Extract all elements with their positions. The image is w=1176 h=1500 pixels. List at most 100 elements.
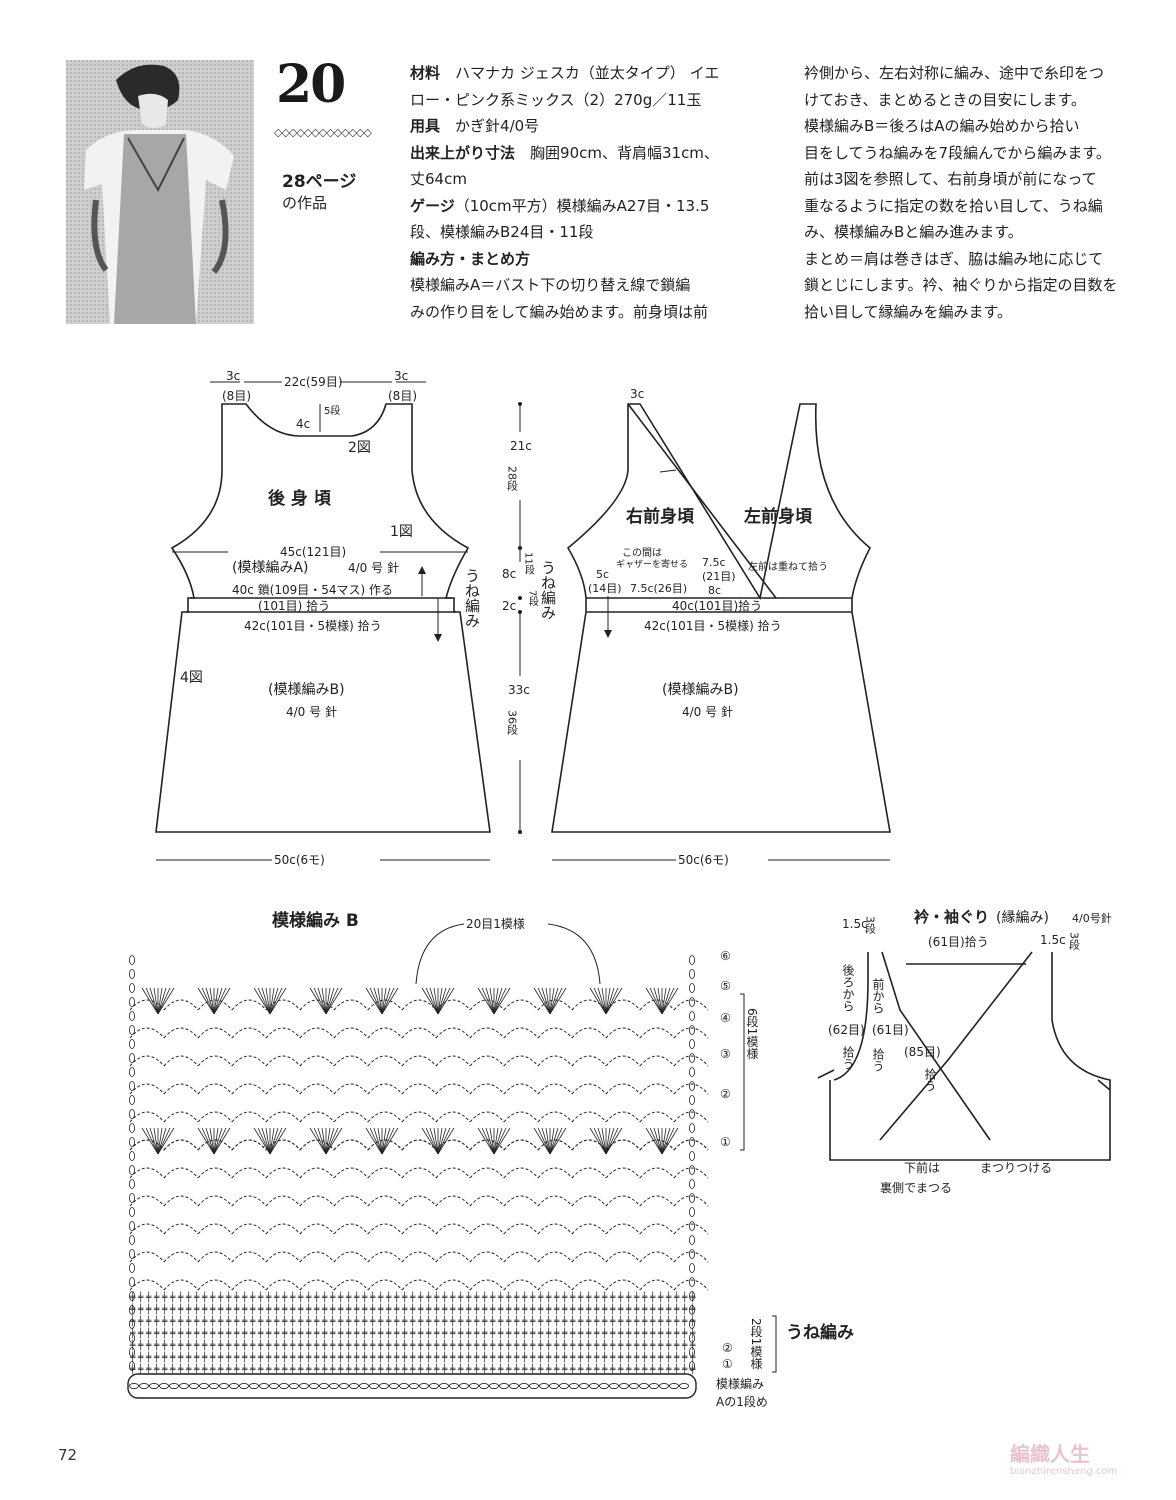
fan-stitch [257, 987, 271, 1015]
chain-loop [163, 1055, 199, 1067]
dc-stitch: ╪ [601, 1351, 608, 1363]
dc-stitch: ╪ [529, 1291, 536, 1303]
chain-loop [367, 999, 403, 1011]
dc-stitch: ╪ [657, 1303, 664, 1315]
fan-stitch [425, 987, 439, 1015]
dc-stitch: ╪ [545, 1351, 552, 1363]
dc-stitch: ╪ [265, 1327, 272, 1339]
fan-stitch [261, 987, 271, 1015]
chain-loop [605, 1083, 641, 1095]
dc-stitch: ╪ [337, 1315, 344, 1327]
fan-stitch [213, 987, 223, 1015]
dc-stitch: ╪ [593, 1315, 600, 1327]
chain-loop [265, 1223, 301, 1235]
fan-stitch [365, 987, 383, 1015]
fan-stitch [373, 987, 383, 1015]
dc-stitch: ╪ [137, 1291, 144, 1303]
chain-loop [673, 1251, 709, 1263]
dc-stitch: ╪ [361, 1327, 368, 1339]
dc-stitch: ╪ [353, 1351, 360, 1363]
dc-stitch: ╪ [433, 1315, 440, 1327]
dc-stitch: ╪ [537, 1363, 544, 1375]
dc-stitch: ╪ [657, 1327, 664, 1339]
dc-stitch: ╪ [201, 1363, 208, 1375]
chain-loop [469, 1223, 505, 1235]
dc-stitch: ╪ [641, 1339, 648, 1351]
dc-stitch: ╪ [633, 1315, 640, 1327]
foundation-chain [679, 1382, 689, 1390]
edge-chain [128, 1123, 135, 1133]
dc-stitch: ╪ [529, 1351, 536, 1363]
svg-text:5段: 5段 [324, 404, 340, 417]
edge-chain [689, 1347, 696, 1357]
dc-stitch: ╪ [633, 1351, 640, 1363]
dc-stitch: ╪ [153, 1351, 160, 1363]
dc-stitch: ╪ [617, 1339, 624, 1351]
dc-stitch: ╪ [529, 1363, 536, 1375]
chain-loop [639, 1223, 675, 1235]
dc-stitch: ╪ [433, 1351, 440, 1363]
chain-loop [469, 1027, 505, 1039]
chain-loop [163, 1251, 199, 1263]
dc-stitch: ╪ [425, 1363, 432, 1375]
fan-stitch [649, 1127, 663, 1155]
edge-chain [128, 1193, 135, 1203]
dc-stitch: ╪ [505, 1363, 512, 1375]
chain-loop [197, 1195, 233, 1207]
dc-stitch: ╪ [369, 1315, 376, 1327]
chain-loop [129, 1055, 165, 1067]
fan-stitch [661, 1127, 675, 1155]
svg-text:拾う: 拾う [923, 1067, 937, 1092]
dc-stitch: ╪ [633, 1339, 640, 1351]
dc-stitch: ╪ [385, 1363, 392, 1375]
dc-stitch: ╪ [529, 1327, 536, 1339]
dc-stitch: ╪ [537, 1303, 544, 1315]
dc-stitch: ╪ [633, 1327, 640, 1339]
dc-stitch: ╪ [625, 1315, 632, 1327]
dc-stitch: ╪ [153, 1339, 160, 1351]
dc-stitch: ╪ [561, 1291, 568, 1303]
chain-loop [435, 1167, 471, 1179]
dc-stitch: ╪ [553, 1315, 560, 1327]
svg-text:42c(101目・5模様) 拾う: 42c(101目・5模様) 拾う [244, 618, 382, 633]
dc-stitch: ╪ [305, 1363, 312, 1375]
chain-loop [299, 1027, 335, 1039]
foundation-chain [319, 1382, 329, 1390]
dc-stitch: ╪ [321, 1351, 328, 1363]
dc-stitch: ╪ [481, 1291, 488, 1303]
dc-stitch: ╪ [169, 1291, 176, 1303]
chain-loop [265, 1083, 301, 1095]
chain-loop [197, 1223, 233, 1235]
chain-loop [197, 1251, 233, 1263]
fan-stitch [381, 1127, 387, 1155]
chain-loop [265, 1055, 301, 1067]
foundation-chain [289, 1382, 299, 1390]
chain-loop [265, 1139, 301, 1151]
chain-loop [367, 1279, 403, 1291]
svg-text:40c 鎖(109目・54マス) 作る: 40c 鎖(109目・54マス) 作る [232, 582, 393, 597]
fan-stitch [253, 1127, 271, 1155]
dc-stitch: ╪ [537, 1339, 544, 1351]
foundation-chain [299, 1382, 309, 1390]
edge-chain [689, 1053, 696, 1063]
dc-stitch: ╪ [265, 1303, 272, 1315]
dc-stitch: ╪ [145, 1351, 152, 1363]
foundation-chain [199, 1382, 209, 1390]
fan-stitch [493, 987, 499, 1015]
chain-loop [367, 1223, 403, 1235]
dc-stitch: ╪ [273, 1339, 280, 1351]
dc-stitch: ╪ [553, 1351, 560, 1363]
chain-loop [333, 1223, 369, 1235]
chain-loop [435, 999, 471, 1011]
foundation-chain [329, 1382, 339, 1390]
fan-stitch [549, 987, 555, 1015]
dc-stitch: ╪ [385, 1351, 392, 1363]
dc-stitch: ╪ [617, 1363, 624, 1375]
edge-chain [128, 1221, 135, 1231]
dc-stitch: ╪ [305, 1339, 312, 1351]
dc-stitch: ╪ [337, 1327, 344, 1339]
dc-stitch: ╪ [129, 1351, 136, 1363]
dc-stitch: ╪ [569, 1291, 576, 1303]
dc-stitch: ╪ [457, 1303, 464, 1315]
dc-stitch: ╪ [577, 1339, 584, 1351]
